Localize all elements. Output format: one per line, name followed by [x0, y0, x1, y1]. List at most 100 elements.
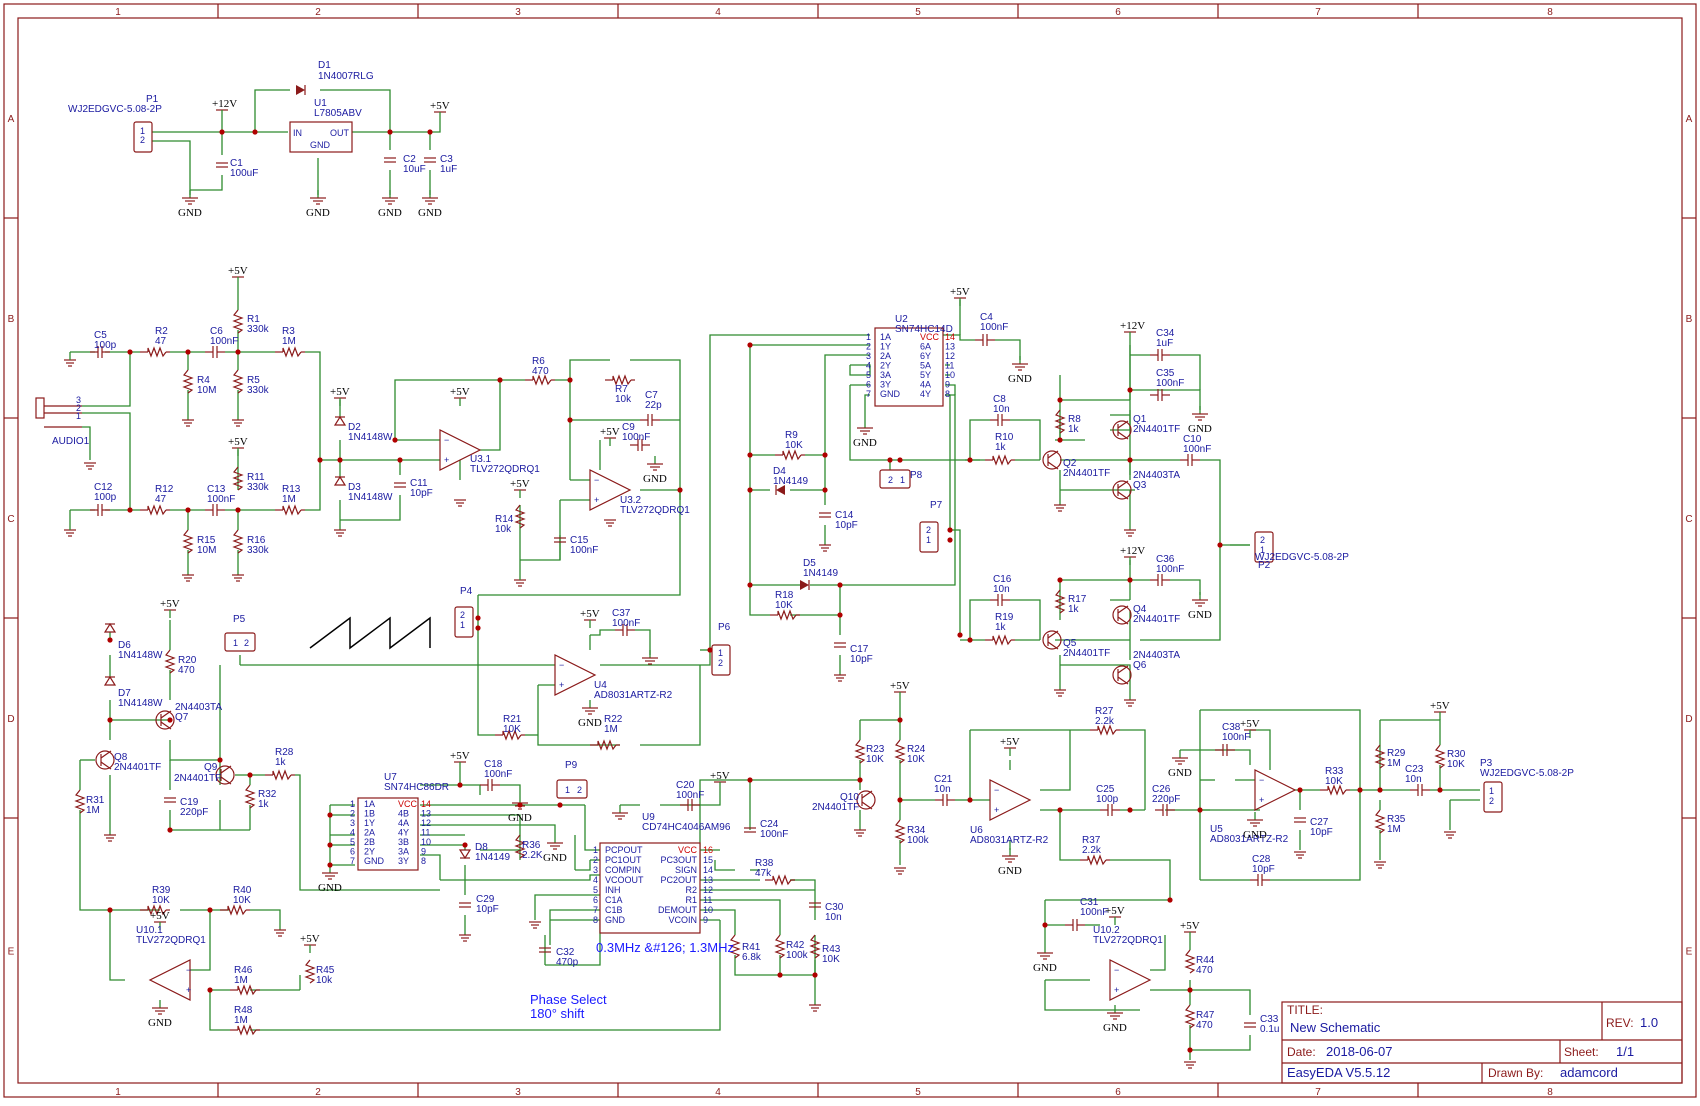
p3-ref: P3 [1480, 758, 1493, 769]
c19-ref: C19 [180, 797, 199, 808]
svg-text:+: + [559, 680, 564, 690]
power-v5-label: +5V [1180, 920, 1200, 932]
r7-value: 10k [615, 394, 632, 405]
grid-col-5: 5 [915, 1087, 921, 1098]
r11-ref: R11 [247, 472, 265, 483]
svg-text:−: − [594, 475, 599, 485]
r28-value: 1k [275, 757, 287, 768]
c6-ref: C6 [210, 326, 223, 337]
q10-ref: Q10 [840, 792, 859, 803]
r47-value: 470 [1196, 1020, 1213, 1031]
u7-pinnum-right: 9 [421, 847, 426, 857]
r46-ref: R46 [234, 965, 253, 976]
d1-ref: D1 [318, 60, 331, 71]
svg-text:−: − [1259, 775, 1264, 785]
grid-row-D: D [7, 714, 14, 725]
r37-value: 2.2k [1082, 845, 1102, 856]
c16-value: 10n [993, 584, 1010, 595]
gnd-label: GND [306, 207, 330, 219]
grid-col-2: 2 [315, 1087, 321, 1098]
r38-value: 47k [755, 868, 772, 879]
p3-pin: 2 [1489, 796, 1494, 806]
p2-pin: 2 [1260, 535, 1265, 545]
c2-ref: C2 [403, 154, 416, 165]
r41-value: 6.8k [742, 952, 762, 963]
u7-pinnum-left: 2 [350, 809, 355, 819]
u7-pin-left: 1Y [364, 818, 375, 828]
r12-ref: R12 [155, 484, 174, 495]
gnd-label: GND [643, 473, 667, 485]
c18-ref: C18 [484, 759, 503, 770]
power-v5-label: +5V [1000, 736, 1020, 748]
c19-value: 220pF [180, 807, 208, 818]
c38-ref: C38 [1222, 722, 1241, 733]
r1-ref: R1 [247, 314, 260, 325]
r42-value: 100k [786, 950, 809, 961]
c8-ref: C8 [993, 394, 1006, 405]
d6-ref: D6 [118, 640, 131, 651]
note-phase-select: Phase Select [530, 992, 607, 1007]
u3-1-value: TLV272QDRQ1 [470, 464, 540, 475]
gnd-label: GND [853, 437, 877, 449]
r16-ref: R16 [247, 535, 266, 546]
u7-pinnum-right: 10 [421, 837, 431, 847]
r17-value: 1k [1068, 604, 1080, 615]
c17-value: 10pF [850, 654, 873, 665]
r22-ref: R22 [604, 714, 623, 725]
u7-pinnum-left: 7 [350, 856, 355, 866]
c15-value: 100nF [570, 545, 598, 556]
d5-ref: D5 [803, 558, 816, 569]
r8-ref: R8 [1068, 414, 1081, 425]
u7-pin-right: 3A [398, 847, 409, 857]
c14-value: 10pF [835, 520, 858, 531]
c26-ref: C26 [1152, 784, 1171, 795]
r19-value: 1k [995, 622, 1007, 633]
c24-value: 100nF [760, 829, 788, 840]
r22-value: 1M [604, 724, 618, 735]
components: −+−+−+−+−+−+−+ [35, 85, 1503, 1069]
c7-value: 22p [645, 400, 662, 411]
u1-ref: U1 [314, 98, 327, 109]
grid-col-1: 1 [115, 1087, 121, 1098]
power-v5-label: +5V [228, 436, 248, 448]
u2-pinnum-left: 4 [866, 361, 871, 371]
c4-value: 100nF [980, 322, 1008, 333]
u7-pin-right: 4B [398, 809, 409, 819]
r48-ref: R48 [234, 1005, 253, 1016]
u9-pinnum-right: 10 [703, 905, 713, 915]
u9-pinnum-right: 14 [703, 865, 713, 875]
grid-col-5: 5 [915, 7, 921, 18]
r42-ref: R42 [786, 940, 805, 951]
power-v5-label: +5V [710, 770, 730, 782]
rev-value: 1.0 [1640, 1015, 1658, 1030]
u2-pinnum-left: 5 [866, 370, 871, 380]
power-v5-label: +5V [430, 100, 450, 112]
u1-value: L7805ABV [314, 108, 362, 119]
c1-ref: C1 [230, 158, 243, 169]
u9-pin-right: R1 [685, 895, 697, 905]
p9-ref: P9 [565, 760, 578, 771]
r41-ref: R41 [742, 942, 761, 953]
gnd-label: GND [178, 207, 202, 219]
c35-ref: C35 [1156, 368, 1175, 379]
grid-col-7: 7 [1315, 1087, 1321, 1098]
grid-row-E: E [8, 947, 15, 958]
gnd-label: GND [508, 812, 532, 824]
q5-value: 2N4401TF [1063, 648, 1110, 659]
gnd-label: GND [1033, 962, 1057, 974]
u7-pin-right: VCC [398, 799, 418, 809]
q2-value: 2N4401TF [1063, 468, 1110, 479]
u2-pin-left: 3A [880, 370, 891, 380]
grid-col-4: 4 [715, 7, 721, 18]
r46-value: 1M [234, 975, 248, 986]
gnd-label: GND [418, 207, 442, 219]
r7-ref: R7 [615, 384, 628, 395]
q2-ref: Q2 [1063, 458, 1077, 469]
c25-value: 100p [1096, 794, 1119, 805]
r24-value: 10K [907, 754, 925, 765]
gnd-label: GND [1008, 373, 1032, 385]
u7-pinnum-right: 12 [421, 818, 431, 828]
r13-value: 1M [282, 494, 296, 505]
